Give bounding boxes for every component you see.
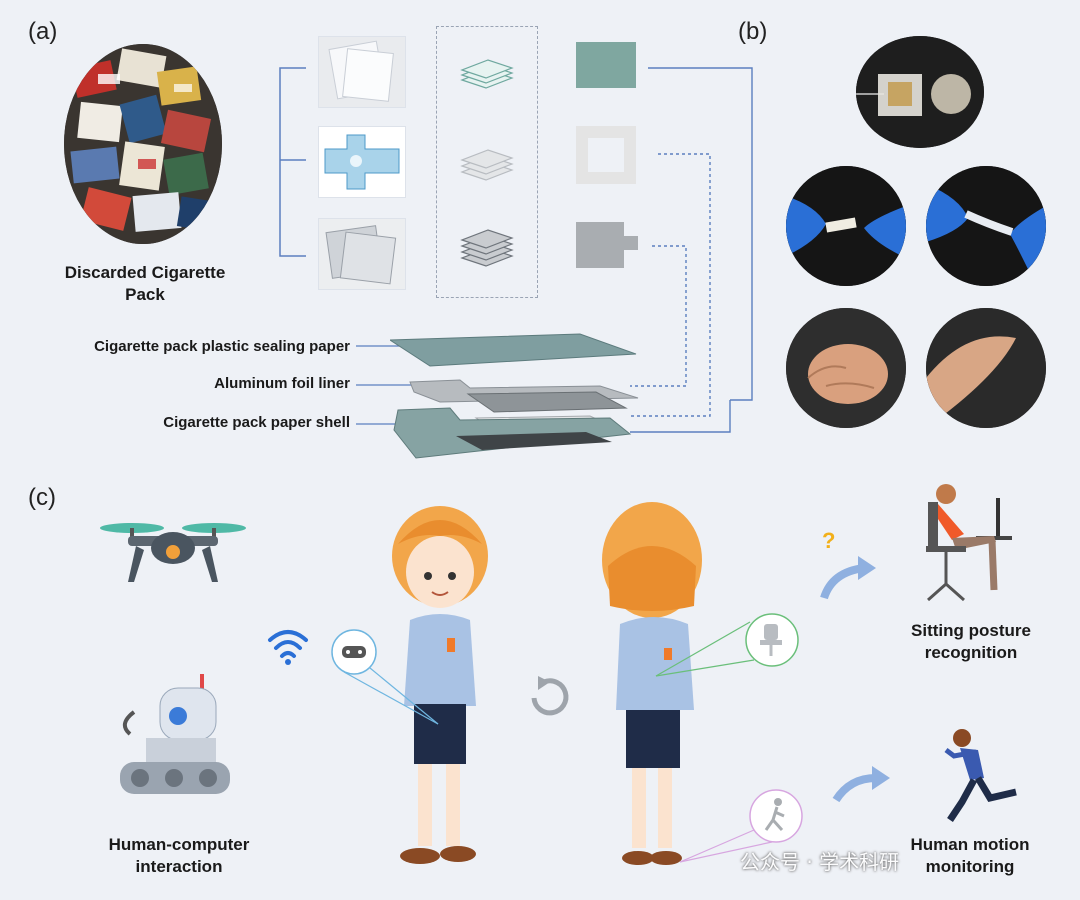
- fist-photo: [786, 308, 906, 428]
- posture-arrow-icon: [820, 556, 876, 600]
- gamepad-callout: [331, 629, 439, 725]
- box-net-thumbnail: [318, 126, 406, 198]
- elbow-photo: [926, 308, 1046, 428]
- drone-icon: [100, 523, 246, 582]
- material-stack-box: [436, 26, 538, 298]
- rotate-arrow-icon: [531, 676, 569, 716]
- discarded-pack-label: Discarded Cigarette Pack: [64, 263, 226, 304]
- wifi-icon: [268, 630, 308, 665]
- exploded-sensor-layers: [390, 333, 639, 459]
- question-mark-icon: ?: [822, 528, 836, 553]
- chair-callout: [655, 613, 799, 677]
- foil-stack-icon: [460, 229, 514, 267]
- connector-lines: [630, 67, 753, 433]
- film-stack-icon: [460, 59, 514, 89]
- paper-stack-icon: [460, 149, 514, 181]
- sitting-person-icon: [926, 484, 1012, 602]
- cut-film-square: [576, 42, 636, 88]
- panel-label-b: (b): [738, 18, 768, 45]
- glove-bend-photo: [926, 166, 1046, 286]
- cut-paper-frame: [576, 126, 636, 184]
- panel-label-c: (c): [28, 484, 56, 511]
- aluminum-foil-thumbnail: [318, 218, 406, 290]
- motion-label: Human motion monitoring: [910, 835, 1030, 876]
- hci-label: Human-computer interaction: [108, 835, 250, 876]
- layer-label-foil-liner: Aluminum foil liner: [214, 375, 350, 392]
- motion-arrow-icon: [832, 766, 890, 803]
- boy-back-figure: [602, 502, 702, 865]
- layer-label-paper-shell: Cigarette pack paper shell: [163, 414, 350, 431]
- running-person-icon: [944, 729, 1017, 822]
- plastic-film-thumbnail: [318, 36, 406, 108]
- cut-foil-electrode: [576, 222, 638, 268]
- thumbnail-bracket: [279, 67, 306, 257]
- layer-label-sealing-paper: Cigarette pack plastic sealing paper: [94, 338, 350, 355]
- boy-front-figure: [392, 506, 488, 864]
- panel-label-a: (a): [28, 18, 58, 45]
- discarded-pack-photo: [64, 44, 222, 244]
- walker-callout: [680, 789, 803, 863]
- watermark-text: 公众号 · 学术科研: [740, 850, 900, 874]
- robot-icon: [120, 674, 230, 794]
- glove-pinch-photo: [786, 166, 906, 286]
- posture-label: Sitting posture recognition: [911, 621, 1031, 662]
- sensor-device-photo: [856, 36, 984, 148]
